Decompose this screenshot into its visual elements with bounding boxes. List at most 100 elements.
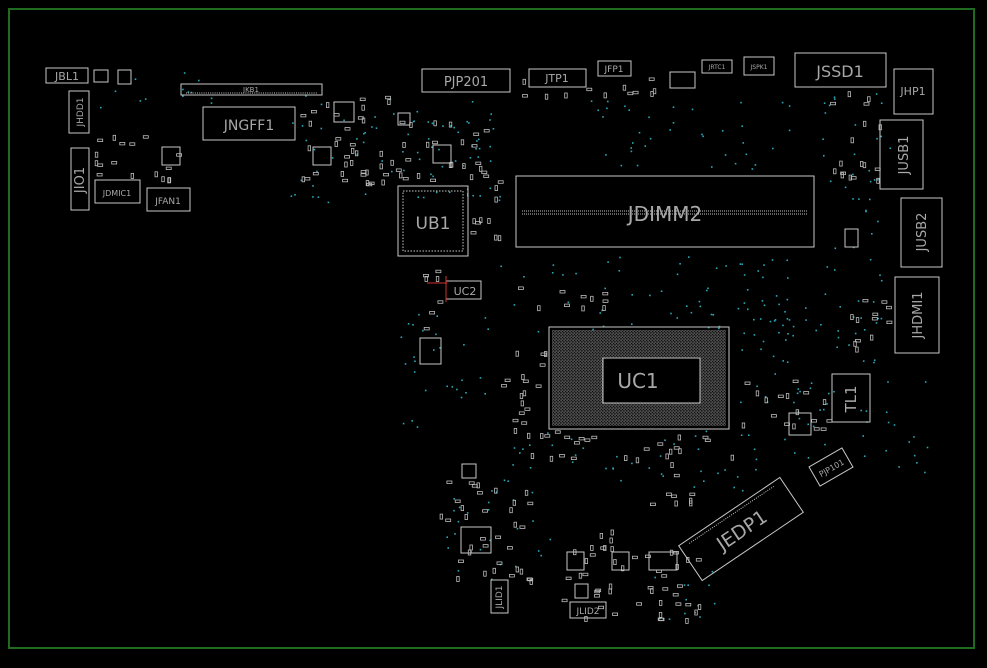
passive-pad [822,399,827,406]
via [631,323,633,325]
passive-pad [399,172,403,179]
via [312,185,314,187]
mosfet-q2[interactable] [611,551,630,571]
passive-pad [670,462,674,469]
passive-pad [584,616,588,622]
jhdmi1-connector[interactable]: JHDMI1 [894,276,940,354]
jkb1-connector[interactable]: JKB1 [180,83,323,96]
small-ic-u1[interactable] [93,69,109,83]
ic-ul1[interactable] [419,337,442,365]
ic-ue2[interactable] [161,146,181,166]
passive-pad [512,418,519,423]
passive-pad [476,482,480,489]
passive-pad [518,411,525,415]
ic-upj1[interactable] [333,101,355,123]
via [636,164,639,167]
via [418,158,421,161]
via [549,538,552,541]
jssd1-connector[interactable]: JSSD1 [794,52,887,88]
jrtc1-connector[interactable]: JRTC1 [701,59,733,74]
tl1-transformer[interactable]: TL1 [831,373,871,423]
jbl1-connector[interactable]: JBL1 [45,67,89,84]
via [183,72,186,74]
ic-u9[interactable] [574,583,589,599]
jusb1-connector[interactable]: JUSB1 [879,119,924,190]
via [792,334,794,337]
crystal-x1[interactable] [844,228,859,248]
ub1-chip[interactable]: UB1 [397,185,469,257]
jfan1-connector[interactable]: JFAN1 [146,187,191,212]
small-ic-u2[interactable] [117,69,132,85]
via [659,455,662,457]
passive-pad [870,334,874,341]
jngff1-connector[interactable]: JNGFF1 [202,106,296,141]
via [529,444,531,446]
via [778,303,780,306]
jlid2-connector[interactable]: JLID2 [569,601,607,619]
passive-pad [694,609,698,616]
via [413,371,416,373]
via [755,468,757,471]
jio1-connector[interactable]: JIO1 [70,147,90,211]
via [638,131,641,134]
passive-pad [335,137,342,141]
via [466,120,468,123]
passive-pad [354,150,359,157]
pjp201-connector[interactable]: PJP201 [421,68,511,93]
via [815,329,817,332]
via [854,124,857,126]
ic-upj3[interactable] [432,144,452,164]
jdmic1-connector[interactable]: JDMIC1 [94,179,141,204]
uc1-cpu[interactable]: UC1 [548,326,730,430]
passive-pad [379,150,383,157]
passive-pad [94,160,99,167]
ic-puz1[interactable] [460,526,492,554]
jdimm2-slot[interactable]: JDIMM2 [515,175,815,248]
via [523,276,525,278]
via [756,385,758,388]
mosfet-q1[interactable] [566,551,585,571]
inductor-l1[interactable] [397,112,411,126]
jspk1-connector[interactable]: JSPK1 [743,56,775,76]
via [487,509,490,511]
via [503,479,506,482]
ic-pu3[interactable] [648,551,678,571]
via [404,363,407,365]
passive-pad [677,584,683,588]
jtp1-connector[interactable]: JTP1 [528,68,587,88]
ic-ue3[interactable] [788,412,812,436]
jusb2-connector[interactable]: JUSB2 [900,197,943,268]
passive-pad [744,381,751,385]
jlid1-connector[interactable]: JLID1 [490,579,509,614]
passive-pad [479,537,486,541]
via [676,273,679,276]
passive-pad [599,533,603,539]
via [612,467,614,469]
passive-pad [483,129,490,133]
via [414,360,416,363]
passive-pad [167,177,171,184]
via [620,164,623,167]
jfp1-connector[interactable]: JFP1 [597,60,632,77]
via [747,308,749,311]
ic-pu1[interactable] [669,71,696,89]
jhp1-connector[interactable]: JHP1 [893,68,934,115]
passive-pad [584,558,588,564]
ic-upj2[interactable] [312,146,332,166]
jhdd1-connector[interactable]: JHDD1 [68,90,90,134]
via [400,336,403,338]
via [893,424,896,426]
via [190,91,193,94]
via [860,409,862,412]
passive-pad [515,350,519,357]
via [604,287,606,290]
via [430,173,432,176]
passive-pad [471,144,478,148]
via [833,390,835,393]
via [660,290,663,292]
passive-pad [176,153,183,157]
via [739,263,742,265]
passive-pad [589,553,596,557]
via [853,153,856,156]
ic-upj4[interactable] [461,463,477,479]
